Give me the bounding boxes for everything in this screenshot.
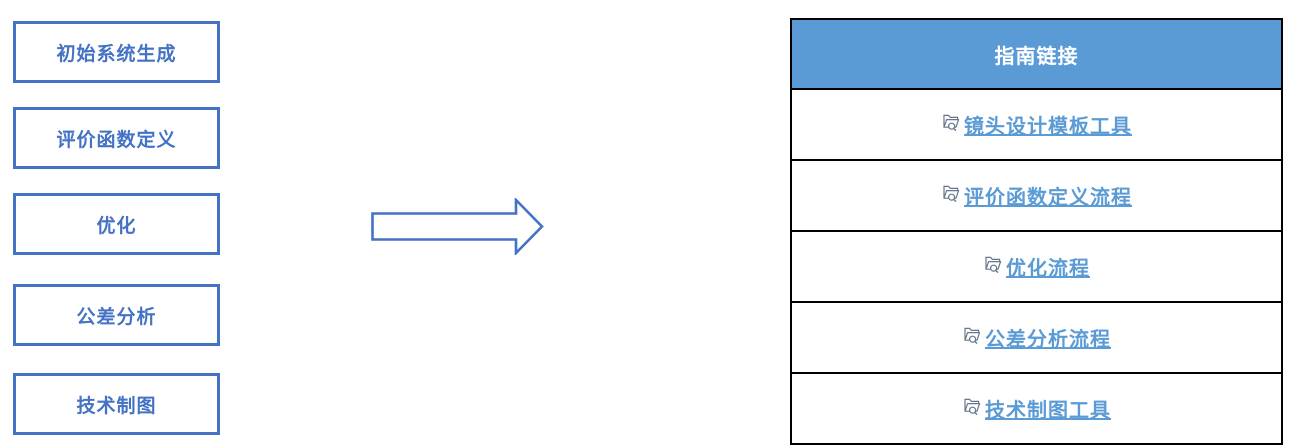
guide-link-tolerance-analysis-workflow[interactable]: 公差分析流程 [985,328,1111,351]
folder-search-icon [983,254,1003,274]
folder-search-icon [962,325,982,345]
arrow-shape [371,198,544,255]
right-block-arrow-icon [371,198,544,255]
flow-box-label: 初始系统生成 [56,43,177,65]
flow-box-label: 技术制图 [76,395,157,417]
guide-link-technical-drawing-tool[interactable]: 技术制图工具 [985,399,1111,422]
guide-link-lens-template-tool[interactable]: 镜头设计模板工具 [964,115,1132,138]
flow-box-label: 优化 [96,215,137,237]
flow-box-initial-system: 初始系统生成 [13,21,220,83]
folder-search-icon [941,112,961,132]
flow-box-merit-function: 评价函数定义 [13,107,220,169]
flow-box-label: 公差分析 [76,306,157,328]
table-row: 评价函数定义流程 [790,159,1283,232]
table-row: 公差分析流程 [790,301,1283,374]
folder-search-icon [962,396,982,416]
flow-box-optimization: 优化 [13,193,220,255]
table-row: 镜头设计模板工具 [790,88,1283,161]
table-header-row: 指南链接 [790,18,1283,90]
guide-link-optimization-workflow[interactable]: 优化流程 [1006,257,1090,280]
flow-box-label: 评价函数定义 [56,129,177,151]
flow-box-technical-drawing: 技术制图 [13,373,220,435]
folder-search-icon [941,183,961,203]
table-header-cell: 指南链接 [790,18,1283,90]
table-row: 优化流程 [790,230,1283,303]
guide-link-merit-function-workflow[interactable]: 评价函数定义流程 [964,186,1132,209]
flow-box-tolerance-analysis: 公差分析 [13,284,220,346]
guide-links-table: 指南链接 镜头设计模板工具 [790,18,1283,445]
table-row: 技术制图工具 [790,372,1283,445]
